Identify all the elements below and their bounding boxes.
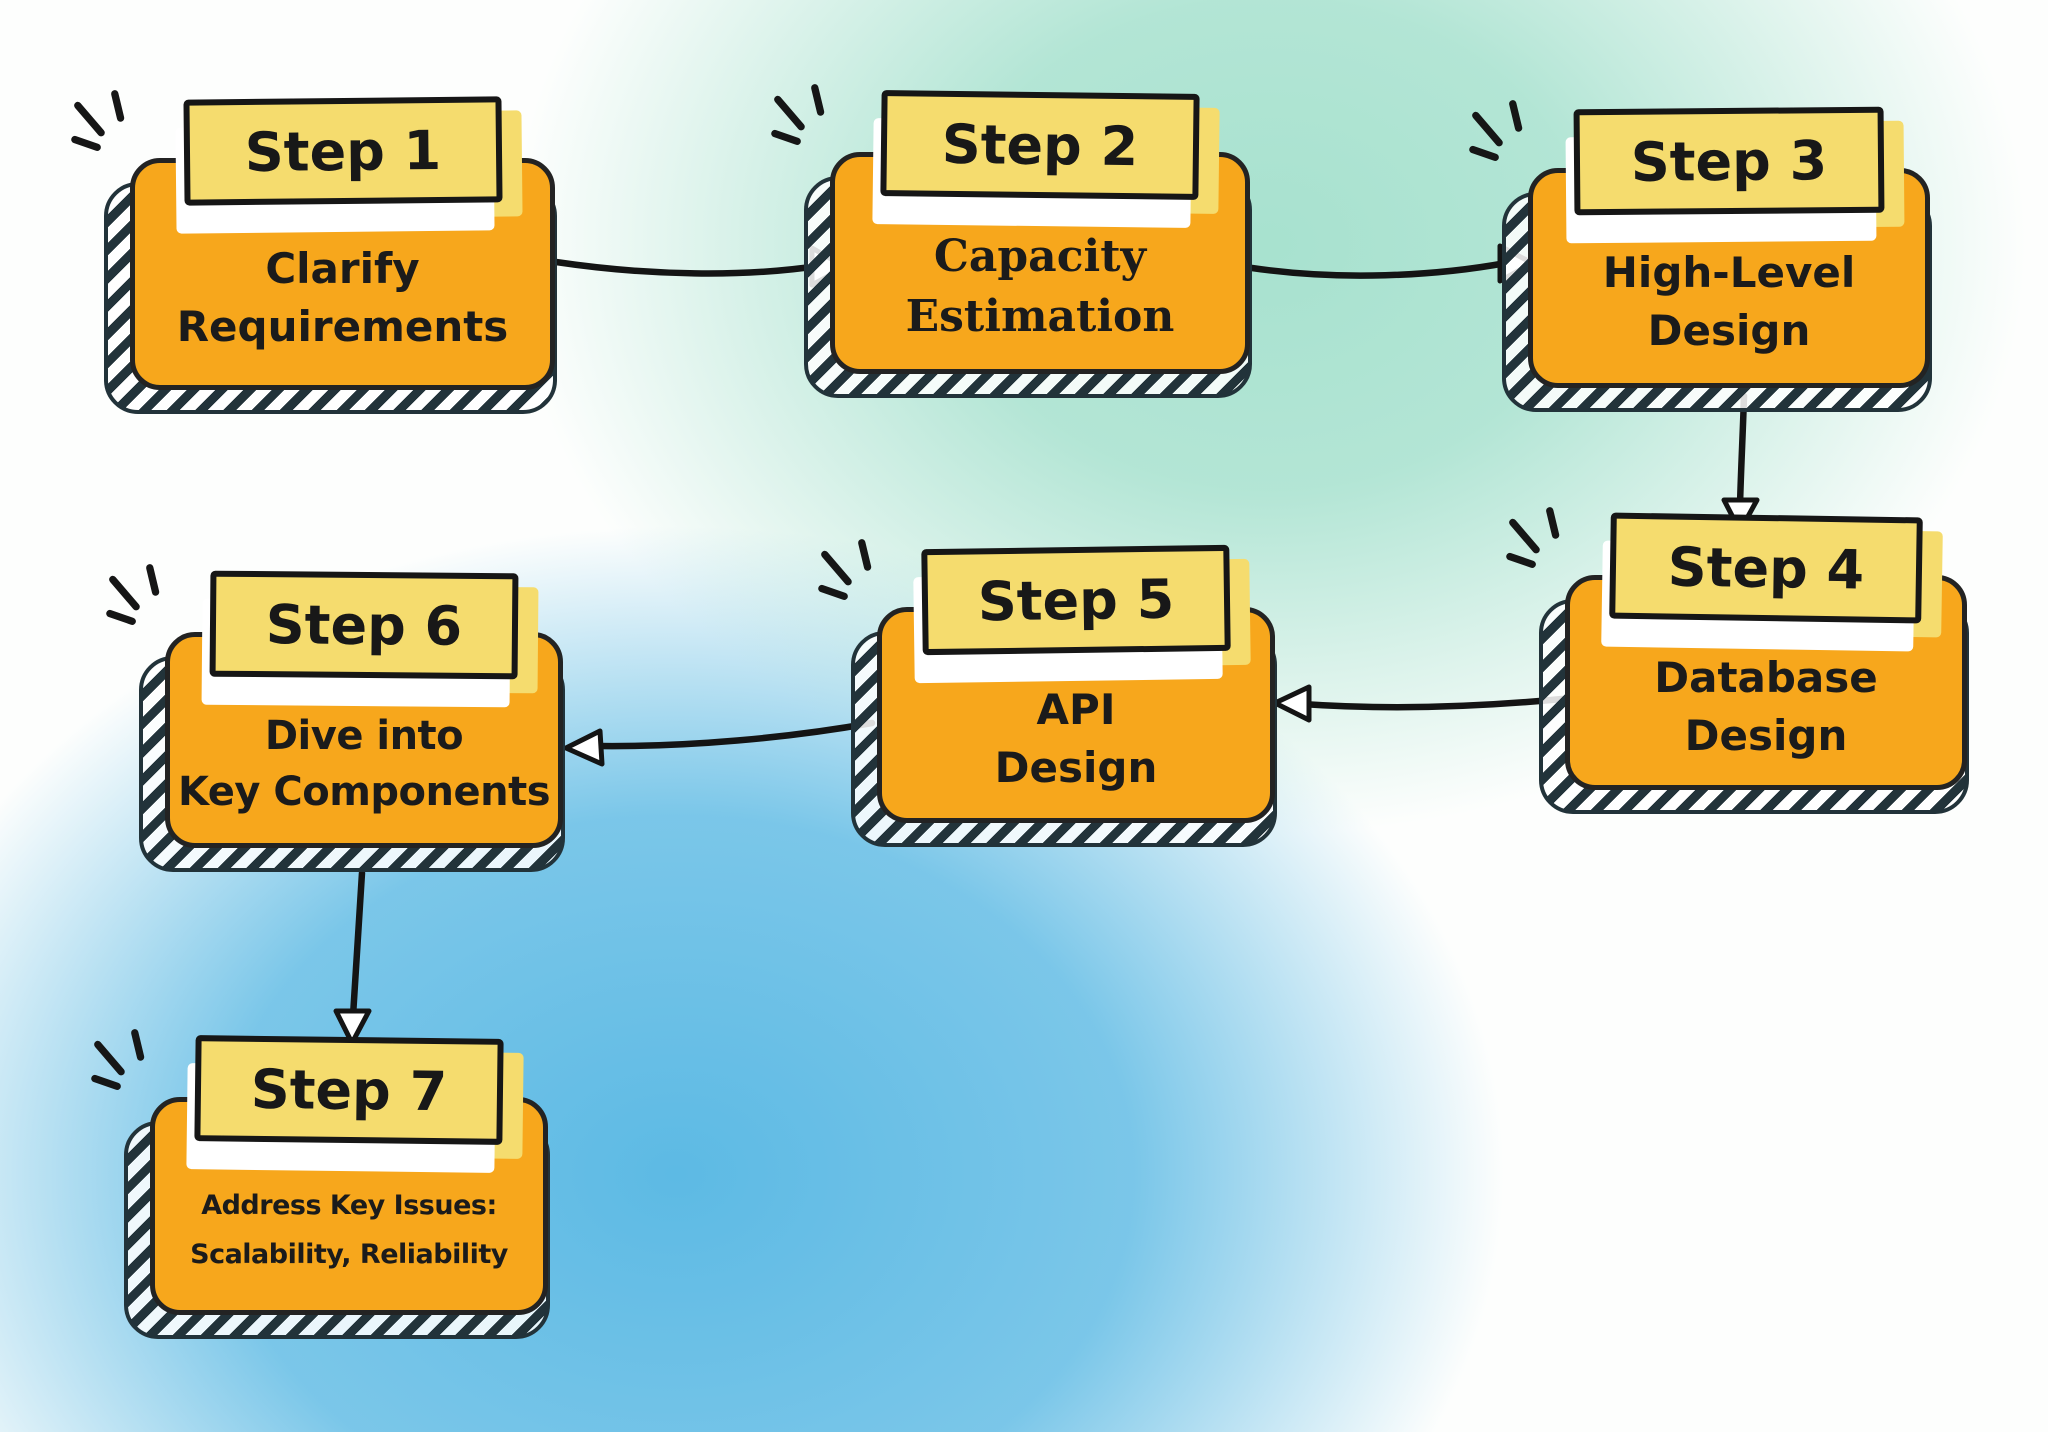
sparkle-icon	[1469, 100, 1523, 161]
step-title-line: Key Components	[177, 769, 551, 815]
step-2-header-badge: Step 2	[880, 90, 1200, 200]
sparkle-icon	[106, 564, 160, 625]
step-4-title: Database Design	[1573, 629, 1959, 784]
step-1-header-badge: Step 1	[182, 96, 503, 206]
step-title-line: Design	[1684, 710, 1848, 760]
step-7-title: Address Key Issues: Scalability, Reliabi…	[158, 1151, 540, 1309]
step-5-title: API Design	[885, 661, 1267, 817]
sparkle-icon	[71, 90, 125, 151]
step-title-line: Requirements	[176, 302, 509, 351]
step-3-header-badge: Step 3	[1573, 106, 1885, 216]
step-1-group: Clarify Requirements Step 1	[71, 90, 557, 414]
step-2-title: Capacity Estimation	[838, 206, 1242, 368]
sparkle-icon	[1506, 507, 1560, 568]
step-3-title: High-Level Design	[1536, 222, 1922, 382]
step-5-header-badge: Step 5	[921, 544, 1231, 656]
step-5-group: API Design Step 5	[818, 539, 1277, 847]
arrow-step-2-to-step-3	[1248, 243, 1535, 284]
step-1-title: Clarify Requirements	[138, 212, 547, 384]
step-6-group: Dive into Key Components Step 6	[106, 564, 565, 872]
arrow-step-1-to-step-2	[552, 245, 848, 288]
sparkle-icon	[771, 84, 825, 145]
step-title-line: Dive into	[264, 713, 464, 759]
sparkle-icon	[91, 1029, 145, 1090]
step-7-header-badge: Step 7	[194, 1035, 504, 1145]
step-title-line: Estimation	[905, 291, 1175, 342]
step-title-line: High-Level	[1602, 248, 1856, 297]
arrow-step-5-to-step-6	[563, 719, 876, 767]
step-title-line: Database	[1654, 652, 1878, 702]
step-title-line: Capacity	[933, 231, 1147, 282]
arrow-step-6-to-step-7	[333, 869, 372, 1046]
step-title-line: API	[1036, 685, 1116, 734]
step-title-line: Scalability, Reliability	[190, 1239, 508, 1270]
step-title-line: Address Key Issues:	[201, 1190, 497, 1221]
step-4-group: Database Design Step 4	[1506, 507, 1969, 814]
step-6-title: Dive into Key Components	[173, 686, 555, 842]
step-3-group: High-Level Design Step 3	[1469, 100, 1932, 412]
arrow-step-3-to-step-4	[1721, 392, 1760, 534]
step-2-group: Capacity Estimation Step 2	[771, 84, 1252, 398]
step-4-header-badge: Step 4	[1609, 512, 1923, 624]
sparkle-icon	[818, 539, 872, 600]
step-title-line: Design	[994, 743, 1158, 792]
arrow-step-4-to-step-5	[1272, 684, 1566, 723]
step-title-line: Clarify	[265, 244, 420, 293]
step-title-line: Design	[1647, 306, 1811, 355]
step-6-header-badge: Step 6	[209, 570, 519, 680]
step-7-group: Address Key Issues: Scalability, Reliabi…	[91, 1029, 550, 1339]
